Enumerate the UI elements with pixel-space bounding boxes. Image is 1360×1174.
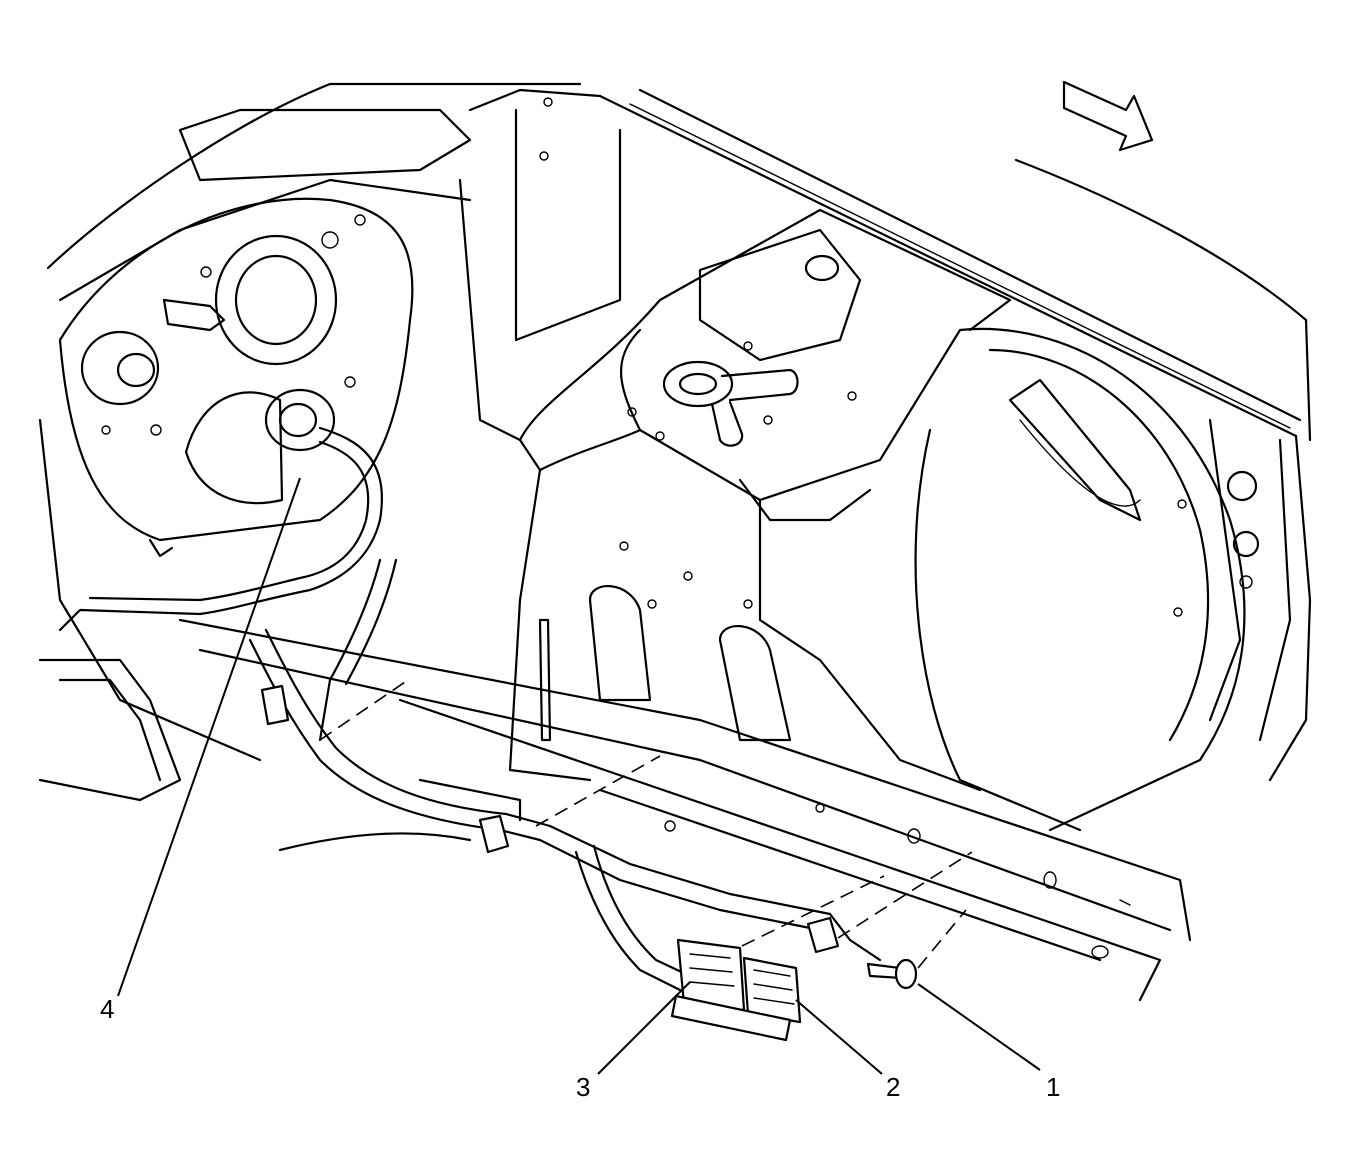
callout-labels: 1 2 3 4	[100, 994, 1060, 1102]
leader-3	[597, 981, 691, 1075]
forward-arrow-icon	[1062, 80, 1154, 152]
callout-2: 2	[886, 1072, 900, 1102]
cowl-panel	[38, 82, 622, 762]
shock-tower	[508, 208, 1012, 792]
leader-1	[917, 983, 1041, 1071]
frame-rails	[38, 618, 1192, 1002]
headlamp-housing	[58, 197, 414, 558]
wheel-house	[914, 327, 1246, 832]
bolt-fastener	[806, 916, 918, 990]
harness-connectors	[670, 938, 802, 1042]
callout-1: 1	[1046, 1072, 1060, 1102]
install-lines	[319, 679, 973, 969]
fender-outline	[598, 88, 1312, 782]
wiring-harness	[58, 426, 882, 992]
leader-lines	[117, 477, 1041, 1075]
callout-3: 3	[576, 1072, 590, 1102]
leader-2	[795, 999, 883, 1075]
callout-4: 4	[100, 994, 114, 1024]
leader-4	[117, 477, 301, 997]
